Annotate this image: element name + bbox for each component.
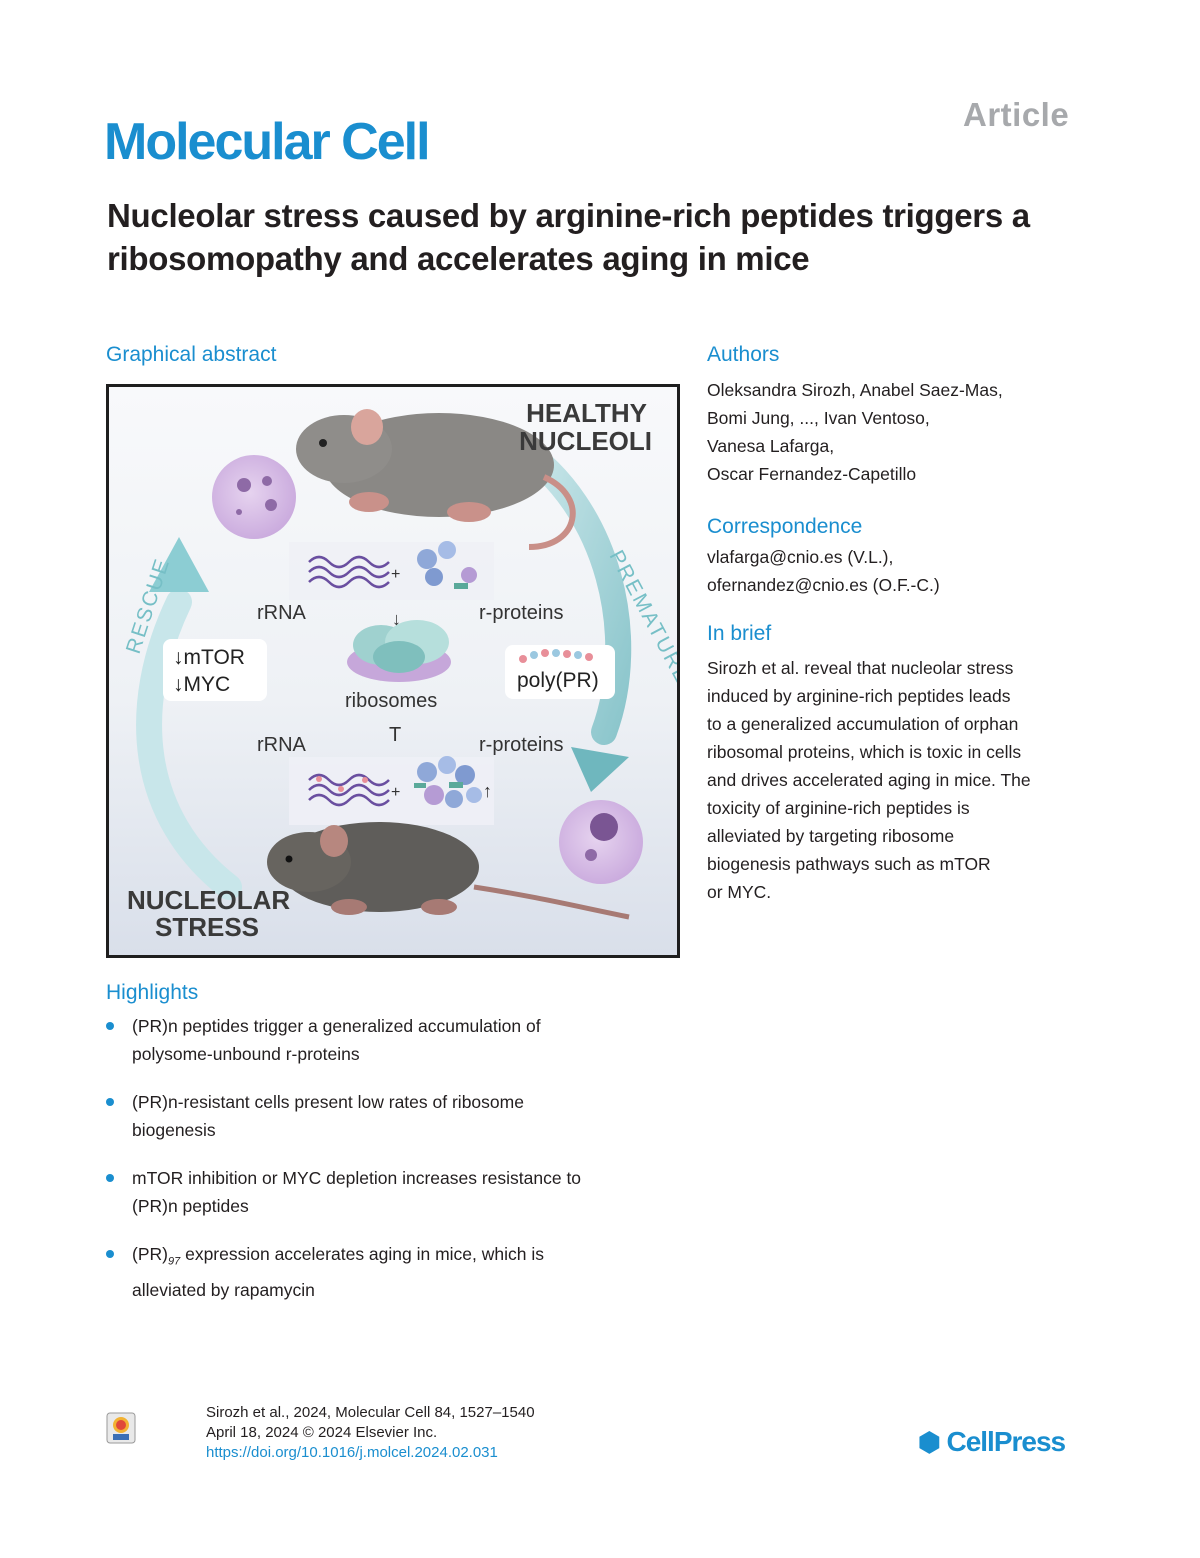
highlight-item: (PR)97 expression accelerates aging in m… <box>106 1240 676 1304</box>
graphical-abstract-heading: Graphical abstract <box>106 343 277 366</box>
in-brief-line: ribosomal proteins, which is toxic in ce… <box>707 742 1022 762</box>
in-brief-line: induced by arginine-rich peptides leads <box>707 686 1011 706</box>
ribosomes-illustration <box>347 620 451 682</box>
in-brief-line: to a generalized accumulation of orphan <box>707 714 1019 734</box>
author-line: Oscar Fernandez-Capetillo <box>707 464 917 484</box>
highlight-item: (PR)n-resistant cells present low rates … <box>106 1088 676 1144</box>
in-brief-line: alleviated by targeting ribosome <box>707 826 955 846</box>
polypr-beads <box>519 649 593 663</box>
premature-aging-arrowhead <box>571 747 629 792</box>
author-line: Vanesa Lafarga, <box>707 436 835 456</box>
rescue-arrowhead <box>149 537 209 592</box>
stressed-mouse-illustration <box>267 822 630 920</box>
highlights-list: (PR)n peptides trigger a generalized acc… <box>106 1012 676 1324</box>
doi-link[interactable]: https://doi.org/10.1016/j.molcel.2024.02… <box>206 1444 498 1461</box>
top-rrna-wave <box>308 555 390 589</box>
in-brief-heading: In brief <box>707 622 772 645</box>
plus-bottom: + <box>391 784 400 801</box>
mtor-label: ↓mTOR <box>173 646 245 669</box>
paper-title: Nucleolar stress caused by arginine-rich… <box>107 197 1030 277</box>
correspondence-email[interactable]: vlafarga@cnio.es (V.L.), <box>707 547 894 567</box>
stress-label-line1: NUCLEOLAR <box>127 885 290 915</box>
journal-logo: Molecular Cell <box>104 113 431 171</box>
highlights-heading: Highlights <box>106 981 199 1004</box>
graphical-abstract-figure: + rRNA r-proteins ↓ ribosomes T ↓mTOR ↓M… <box>106 384 680 958</box>
myc-label: ↓MYC <box>173 673 230 696</box>
healthy-label-line2: NUCLEOLI <box>519 426 652 456</box>
authors-heading: Authors <box>707 343 780 366</box>
up-arrow-t-glyph: T <box>389 724 401 746</box>
in-brief-line: toxicity of arginine-rich peptides is <box>707 798 970 818</box>
bullet-icon <box>106 1250 114 1258</box>
highlight-item: mTOR inhibition or MYC depletion increas… <box>106 1164 676 1220</box>
mtor-myc-box <box>163 639 267 701</box>
top-components-panel <box>289 542 494 600</box>
highlight-item: (PR)n peptides trigger a generalized acc… <box>106 1012 676 1068</box>
correspondence-block: vlafarga@cnio.es (V.L.), ofernandez@cnio… <box>707 543 1107 599</box>
in-brief-line: Sirozh et al. reveal that nucleolar stre… <box>707 658 1014 678</box>
plus-top: + <box>391 566 400 583</box>
in-brief-text: Sirozh et al. reveal that nucleolar stre… <box>707 654 1107 906</box>
author-line: Oleksandra Sirozh, Anabel Saez-Mas, <box>707 380 1003 400</box>
in-brief-line: or MYC. <box>707 882 772 902</box>
publication-date: April 18, 2024 © 2024 Elsevier Inc. <box>206 1424 438 1441</box>
healthy-mouse-illustration <box>296 409 576 550</box>
ribosomes-label: ribosomes <box>345 690 437 712</box>
cellpress-mark-icon: ⬢ <box>918 1427 941 1457</box>
polypr-label: poly(PR) <box>517 669 599 692</box>
authors-block: Oleksandra Sirozh, Anabel Saez-Mas, Bomi… <box>707 376 1107 488</box>
article-type-label: Article <box>963 96 1070 133</box>
bullet-icon <box>106 1174 114 1182</box>
citation-block: Sirozh et al., 2024, Molecular Cell 84, … <box>206 1403 535 1463</box>
correspondence-email[interactable]: ofernandez@cnio.es (O.F.-C.) <box>707 575 940 595</box>
up-arrow-glyph: ↑ <box>483 781 492 801</box>
down-arrow-glyph: ↓ <box>392 609 401 629</box>
rproteins-label-bottom: r-proteins <box>479 734 563 756</box>
stressed-nucleus-illustration <box>559 800 643 884</box>
check-for-updates-icon[interactable] <box>106 1412 136 1444</box>
bottom-rrna-wave <box>308 773 390 807</box>
bottom-rprotein-shapes <box>414 756 482 808</box>
in-brief-line: and drives accelerated aging in mice. Th… <box>707 770 1031 790</box>
rrna-label-top: rRNA <box>257 602 307 624</box>
bullet-icon <box>106 1098 114 1106</box>
healthy-label-line1: HEALTHY <box>526 398 647 428</box>
stress-label-line2: STRESS <box>155 912 259 942</box>
correspondence-heading: Correspondence <box>707 515 863 538</box>
rproteins-label-top: r-proteins <box>479 602 563 624</box>
in-brief-line: biogenesis pathways such as mTOR <box>707 854 991 874</box>
author-line: Bomi Jung, ..., Ivan Ventoso, <box>707 408 930 428</box>
bullet-icon <box>106 1022 114 1030</box>
graphical-abstract-svg: + rRNA r-proteins ↓ ribosomes T ↓mTOR ↓M… <box>122 398 677 942</box>
healthy-nucleus-illustration <box>212 455 296 539</box>
rrna-label-bottom: rRNA <box>257 734 307 756</box>
cellpress-logo: ⬢ CellPress <box>918 1426 1066 1457</box>
rescue-arc <box>136 589 242 900</box>
top-rprotein-shapes <box>417 541 477 589</box>
citation-line: Sirozh et al., 2024, Molecular Cell 84, … <box>206 1404 535 1421</box>
